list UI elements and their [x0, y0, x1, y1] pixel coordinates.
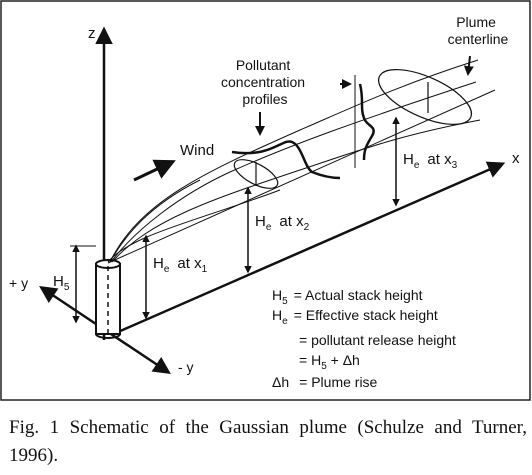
x-axis — [117, 161, 506, 334]
pollutant-profiles-label: Pollutant concentration profiles — [221, 57, 309, 107]
plus-y-label: + y — [9, 275, 28, 291]
concentration-profile-x3 — [358, 83, 375, 161]
legend-sum: = H5 + Δh — [299, 352, 360, 372]
wind-label: Wind — [180, 142, 214, 159]
minus-y-label: - y — [178, 359, 194, 375]
h5-label: H5 — [53, 273, 70, 293]
plume-centerline-label: Plume centerline — [448, 14, 509, 47]
legend-effective: He= Effective stack height — [272, 307, 438, 327]
figure-frame — [0, 0, 531, 401]
stack — [95, 259, 121, 339]
wind-arrow — [133, 159, 176, 182]
concentration-profile-x2 — [231, 140, 341, 180]
figure-caption: Fig. 1 Schematic of the Gaussian plume (… — [9, 417, 527, 466]
z-axis-label: z — [88, 25, 96, 42]
plume-cross-sections — [233, 69, 472, 189]
legend-actual: H5= Actual stack height — [272, 287, 423, 307]
legend-release: = pollutant release height — [299, 332, 456, 348]
plume-envelope — [107, 59, 481, 263]
plume-centerline — [107, 89, 496, 264]
centerline-callout-arrow — [463, 55, 474, 76]
legend: H5= Actual stack height He= Effective st… — [272, 287, 456, 390]
legend-rise: Δh= Plume rise — [272, 374, 378, 390]
x-axis-label: x — [512, 150, 520, 167]
